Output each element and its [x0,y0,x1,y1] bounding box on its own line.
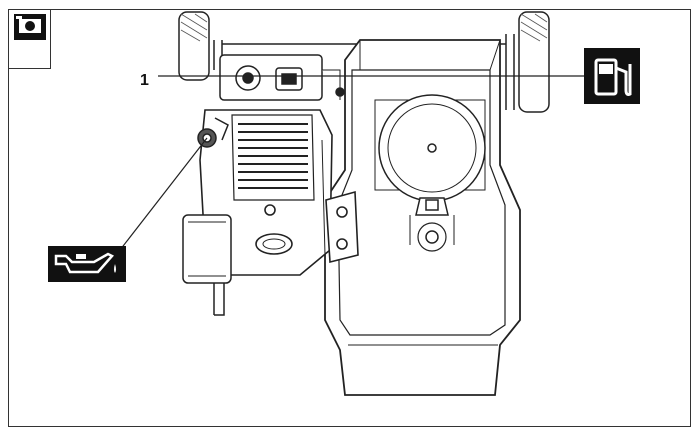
control-panel [219,54,345,101]
engine [199,109,333,276]
leader-lines [119,75,584,251]
air-filter [374,94,486,252]
fuel-pump-icon [584,48,640,104]
oil-can-icon [48,246,126,282]
camera-box [8,9,51,69]
callout-number: 1 [140,72,149,89]
figure-frame [8,9,691,427]
right-wheel [518,11,550,113]
left-wheel [178,11,210,81]
side-tank [182,214,232,316]
side-bracket [325,190,359,264]
camera-icon [14,14,46,40]
